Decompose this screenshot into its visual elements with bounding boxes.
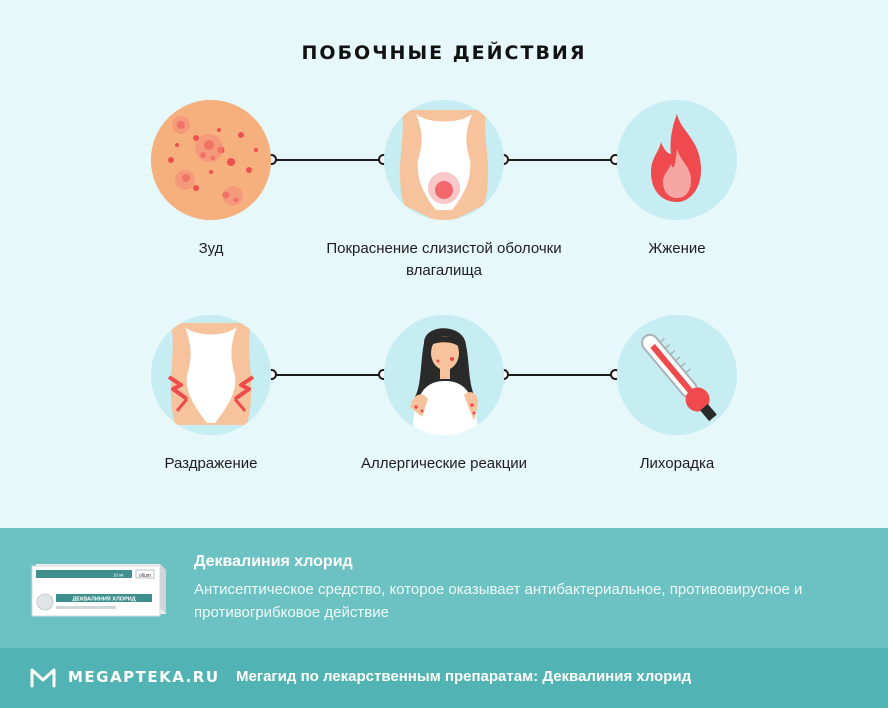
connector-line xyxy=(272,374,384,376)
rash-skin-icon xyxy=(151,100,271,220)
connector-line xyxy=(272,159,384,161)
effect-allergy-image xyxy=(384,315,504,435)
effect-label: Аллергические реакции xyxy=(360,455,528,472)
flame-icon xyxy=(617,100,737,220)
drug-package-image: olium 10 мг ДЕКВАЛИНИЯ ХЛОРИД xyxy=(31,564,166,617)
footer-band xyxy=(0,648,888,708)
effect-irritation-image xyxy=(151,315,271,435)
irritation-body-icon xyxy=(151,315,271,435)
connector-line xyxy=(504,159,616,161)
vaginal-redness-icon xyxy=(384,100,504,220)
connector-line xyxy=(504,374,616,376)
effect-burning-image xyxy=(617,100,737,220)
footer-tagline: Мегагид по лекарственным препаратам: Дек… xyxy=(236,668,692,685)
package-dose: 10 мг xyxy=(113,573,124,578)
drug-description: Антисептическое средство, которое оказыв… xyxy=(194,581,803,621)
package-title: ДЕКВАЛИНИЯ ХЛОРИД xyxy=(72,597,135,603)
effect-redness-image xyxy=(384,100,504,220)
effect-label: Зуд xyxy=(198,240,224,257)
allergic-woman-icon xyxy=(384,315,504,435)
megapteka-logo-icon xyxy=(30,668,56,688)
page-title: ПОБОЧНЫЕ ДЕЙСТВИЯ xyxy=(301,42,587,64)
drug-name: Деквалиния хлорид xyxy=(194,553,353,570)
effect-itch-image xyxy=(151,100,271,220)
package-brand: olium xyxy=(139,573,151,579)
effect-label: Покраснение слизистой оболочки влагалища xyxy=(326,240,562,279)
effect-label: Лихорадка xyxy=(639,455,715,472)
effect-fever-image xyxy=(617,315,737,435)
effect-label: Раздражение xyxy=(164,455,258,472)
thermometer-icon xyxy=(617,315,737,435)
site-logo-text[interactable]: MEGAPTEKA.RU xyxy=(68,668,220,686)
effect-label: Жжение xyxy=(648,240,706,257)
